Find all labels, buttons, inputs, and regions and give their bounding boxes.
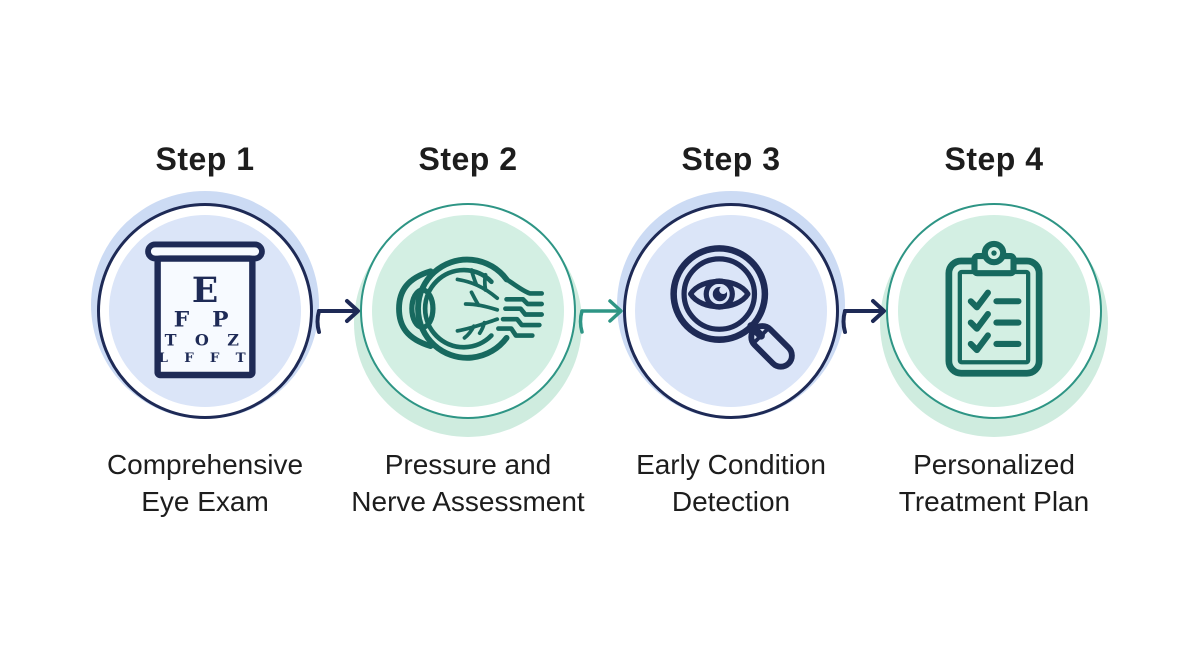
step-1-graphic: E F P T O Z L F F T	[91, 191, 319, 421]
checkmark-3	[967, 332, 991, 354]
checkmark-1	[967, 289, 991, 311]
step-2-label: Pressure and Nerve Assessment	[328, 446, 608, 520]
step-4-label: Personalized Treatment Plan	[854, 446, 1134, 520]
handle-capsule	[748, 323, 795, 370]
magnifier-outer-rim	[670, 245, 769, 343]
clipboard-page	[957, 269, 1031, 365]
step-3-label-line-1: Early Condition	[636, 449, 826, 480]
step-2: Step 2	[328, 0, 608, 669]
step-2-label-line-1: Pressure and	[384, 449, 552, 480]
step-3: Step 3	[591, 0, 871, 669]
lens	[409, 287, 436, 331]
clipboard-clip-dot	[991, 250, 997, 256]
eye-outline	[687, 278, 751, 310]
step-3-title: Step 3	[681, 141, 781, 177]
magnifier-handle	[748, 323, 795, 370]
step-1-label-line-1: Comprehensive	[106, 449, 304, 480]
clipboard-checklist-icon	[884, 201, 1104, 421]
step-2-title: Step 2	[418, 141, 518, 177]
arrow-head	[345, 299, 360, 323]
clipboard-board	[945, 257, 1043, 377]
optic-nerve-line-4	[500, 316, 542, 328]
eye-chart-panel	[154, 255, 256, 379]
step-2-label-line-2: Nerve Assessment	[351, 486, 585, 517]
step-1-label: Comprehensive Eye Exam	[65, 446, 345, 520]
vessel-middle-twig	[469, 290, 481, 308]
arrow-head	[871, 299, 886, 323]
optic-nerve-line-3	[503, 306, 544, 317]
vessel-lower-twig-1	[462, 324, 476, 340]
arrow-stub	[841, 309, 847, 334]
optic-nerve-line-2	[504, 296, 544, 307]
arrow-step3-step4	[838, 287, 892, 337]
optic-nerve-line-1	[504, 277, 544, 296]
step-3-graphic	[617, 191, 845, 421]
step-4-circle-ring	[886, 203, 1102, 419]
arrow-step2-step3	[575, 287, 629, 337]
magnifier-eye-icon	[621, 201, 841, 421]
cornea-arc	[396, 268, 434, 349]
iris	[703, 278, 735, 310]
step-3-circle-ring	[623, 203, 839, 419]
step-2-graphic	[354, 201, 582, 437]
arrow-stub	[315, 309, 321, 334]
arrow-stub	[578, 309, 584, 334]
step-4-label-line-1: Personalized	[913, 449, 1075, 480]
step-4-label-line-2: Treatment Plan	[898, 486, 1090, 517]
magnifier-inner-rim	[681, 256, 758, 332]
retina-arc	[422, 267, 494, 350]
eye-chart-row-2: F P	[174, 307, 236, 332]
eye-chart-icon: E F P T O Z L F F T	[95, 201, 315, 421]
checkmark-2	[967, 311, 991, 332]
step-3-label-line-2: Detection	[671, 486, 791, 517]
vessel-upper-twig-1	[469, 268, 479, 286]
step-1-circle-ring	[97, 203, 313, 419]
vessel-middle	[463, 302, 500, 312]
step-1: Step 1 E F P T O Z L F F T Comprehensive…	[65, 0, 345, 669]
step-1-title: Step 1	[155, 141, 255, 177]
handle-collar	[751, 325, 771, 346]
step-1-label-line-2: Eye Exam	[141, 486, 269, 517]
optic-nerve-line-5	[496, 326, 535, 338]
arrow-head	[608, 299, 623, 323]
eye-chart-row-4: L F F T	[159, 350, 252, 366]
step-2-circle-ring	[360, 203, 576, 419]
step-4: Step 4	[854, 0, 1134, 669]
eye-anatomy-icon	[358, 201, 578, 421]
arrow-step1-step2	[312, 287, 366, 337]
eye-chart-row-1: E	[192, 271, 218, 311]
pupil-highlight	[719, 286, 728, 295]
vessel-lower-twig-2	[477, 320, 487, 336]
eye-chart-row-3: T O Z	[165, 331, 246, 350]
vessel-lower	[455, 317, 500, 333]
step-3-label: Early Condition Detection	[591, 446, 871, 520]
sclera-outline	[415, 256, 510, 361]
vessel-upper-twig-2	[482, 272, 488, 292]
step-4-title: Step 4	[944, 141, 1044, 177]
step-4-graphic	[880, 201, 1108, 437]
